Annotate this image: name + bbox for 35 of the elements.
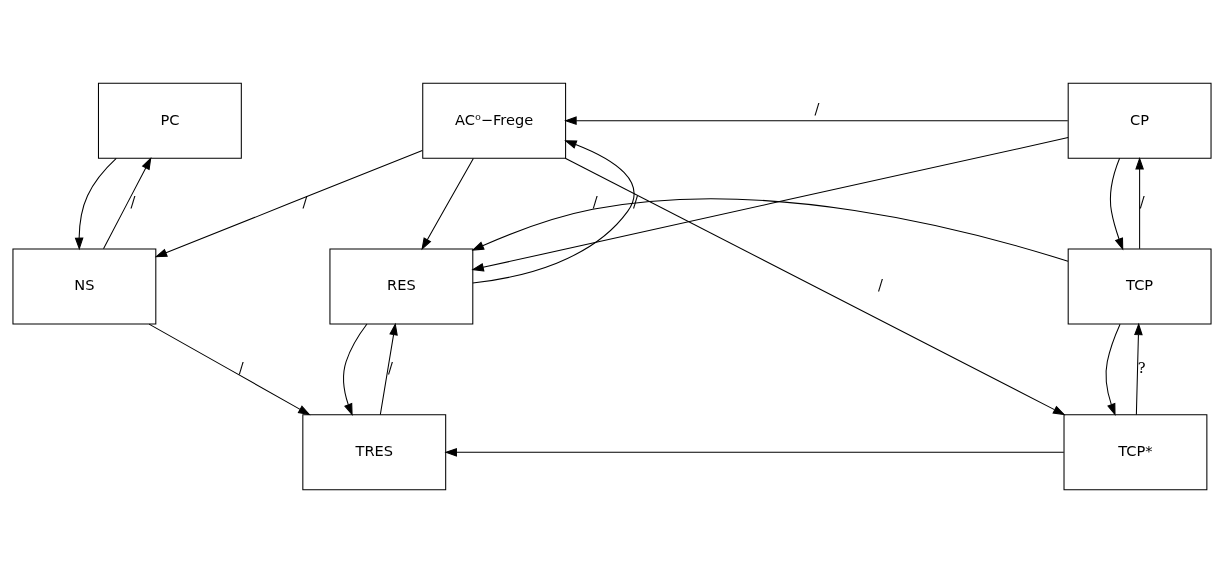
arrow	[1109, 157, 1124, 250]
arrow	[471, 136, 1069, 271]
arrow	[564, 157, 1066, 415]
arrow	[379, 322, 398, 415]
edge-label: ?	[1137, 358, 1146, 376]
edge-label: /	[238, 358, 244, 376]
edge-label: /	[387, 358, 393, 376]
arrow	[1135, 156, 1144, 249]
arrow	[343, 323, 368, 416]
node-box: TCP	[1067, 247, 1212, 325]
edge-label: /	[1139, 192, 1145, 210]
arrow	[1105, 323, 1121, 416]
arrow	[154, 149, 423, 257]
edge-label: /	[633, 192, 638, 210]
node-box: NS	[12, 247, 157, 325]
edge-label: /	[302, 192, 308, 210]
edge-label: /	[592, 192, 598, 210]
node-box: RES	[329, 247, 474, 325]
arrow	[564, 115, 1069, 125]
node-box: TCP*	[1063, 413, 1208, 490]
edge-label: /	[130, 192, 136, 210]
arrow	[471, 197, 1069, 262]
node-box: CP	[1067, 82, 1212, 159]
arrow	[444, 447, 1065, 457]
edge-label: /	[878, 275, 883, 293]
node-box: TRES	[302, 413, 447, 490]
arrow	[103, 156, 152, 249]
edge-label: /	[814, 99, 820, 117]
node-box: AC⁰−Frege	[422, 82, 567, 159]
node-box: PC	[97, 82, 242, 159]
arrow	[421, 157, 474, 250]
arrow	[1134, 322, 1143, 415]
arrow	[472, 139, 635, 284]
arrow	[148, 323, 311, 415]
arrow	[74, 157, 117, 250]
